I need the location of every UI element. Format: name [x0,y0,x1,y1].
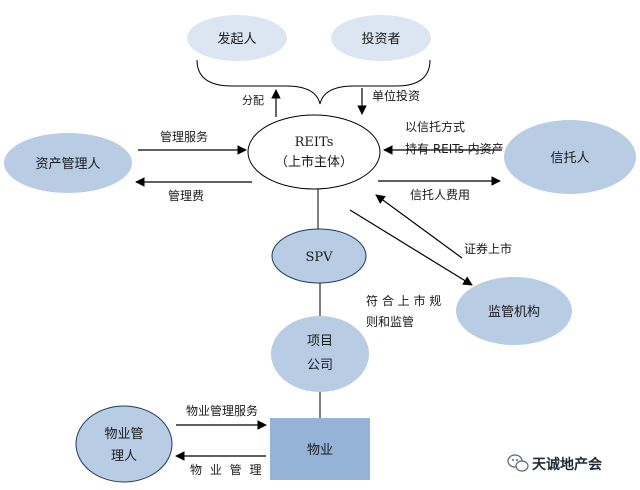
reits-label-line2: （上市主体） [275,154,353,170]
watermark-text: 天诚地产会 [532,456,603,473]
trustee-fee-label: 信托人费用 [410,188,470,202]
property-label: 物业 [307,443,333,458]
watermark: 天诚地产会 [507,454,603,473]
project-company-label-line2: 公司 [307,358,333,373]
investor-label: 投资者 [361,31,400,47]
spv-node [271,228,367,284]
trustee-node [504,120,636,194]
property-management-label: 物 业 管 理 [190,462,263,477]
property-manager-node [75,405,173,483]
unit-investment-label: 单位投资 [372,88,420,103]
top-brace [196,59,431,105]
asset-manager-node [4,133,132,193]
project-company-node [271,316,369,392]
investor-node [331,15,431,61]
trustee-label: 信托人 [550,151,589,166]
wechat-icon [507,454,529,472]
sponsor-node [187,15,287,61]
asset-manager-label: 资产管理人 [35,157,100,172]
compliance-label-line2: 则和监管 [366,314,414,329]
management-service-label: 管理服务 [160,129,208,144]
compliance-label-line1: 符 合 上 市 规 [366,293,441,308]
regulator-node [456,277,572,345]
compliance-arrow [375,194,463,259]
securities-listing-label: 证券上市 [464,241,512,256]
reits-label-line1: REITs [295,135,334,150]
spv-label: SPV [305,250,333,265]
project-company-label-line1: 项目 [307,334,333,349]
sponsor-label: 发起人 [217,31,256,47]
management-fee-label: 管理费 [168,188,204,203]
reits-node [247,114,381,190]
securities-listing-arrow [349,209,473,286]
property-management-service-label: 物业管理服务 [186,403,258,418]
regulator-label: 监管机构 [488,305,540,320]
distribution-label: 分配 [242,94,264,107]
trust-label-line2: 持有 REITs 内资产 [405,141,504,156]
property-manager-label-line1: 物业管 [104,427,143,442]
trust-label-line1: 以信托方式 [405,119,465,134]
property-manager-label-line2: 理人 [111,449,137,464]
property-node [270,418,370,480]
